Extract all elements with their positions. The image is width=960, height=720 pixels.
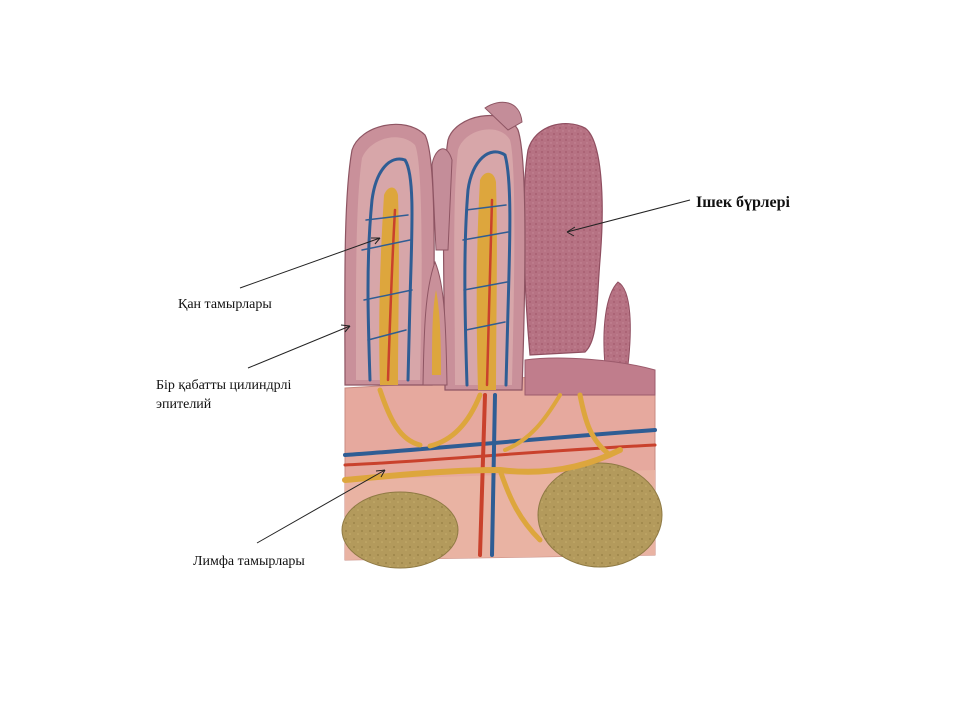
label-lymph-vessels: Лимфа тамырлары (193, 554, 305, 569)
lymph-nodule-right (537, 462, 663, 568)
leader-line-villi (566, 199, 691, 233)
central-lacteal-narrow (432, 290, 441, 375)
capillary-network (361, 150, 512, 387)
leader-line-blood-vessels (239, 237, 381, 289)
villus-narrow-2 (431, 148, 453, 251)
label-epithelium-line1: Бір қабатты цилиндрлі (156, 378, 292, 393)
leader-lines (239, 199, 691, 544)
leader-line-lymph (256, 469, 386, 544)
label-epithelium-line2: эпителий (156, 397, 212, 412)
villus-surface-right (523, 123, 603, 356)
submucosal-vessels (342, 387, 657, 557)
label-intestinal-villi: Ішек бүрлері (696, 194, 790, 211)
label-blood-vessels: Қан тамырлары (178, 297, 272, 312)
leader-line-epithelium (247, 325, 351, 369)
villus-small-right (603, 281, 631, 366)
lymph-nodule-left (341, 491, 459, 569)
villus-tip-middle (484, 101, 523, 131)
